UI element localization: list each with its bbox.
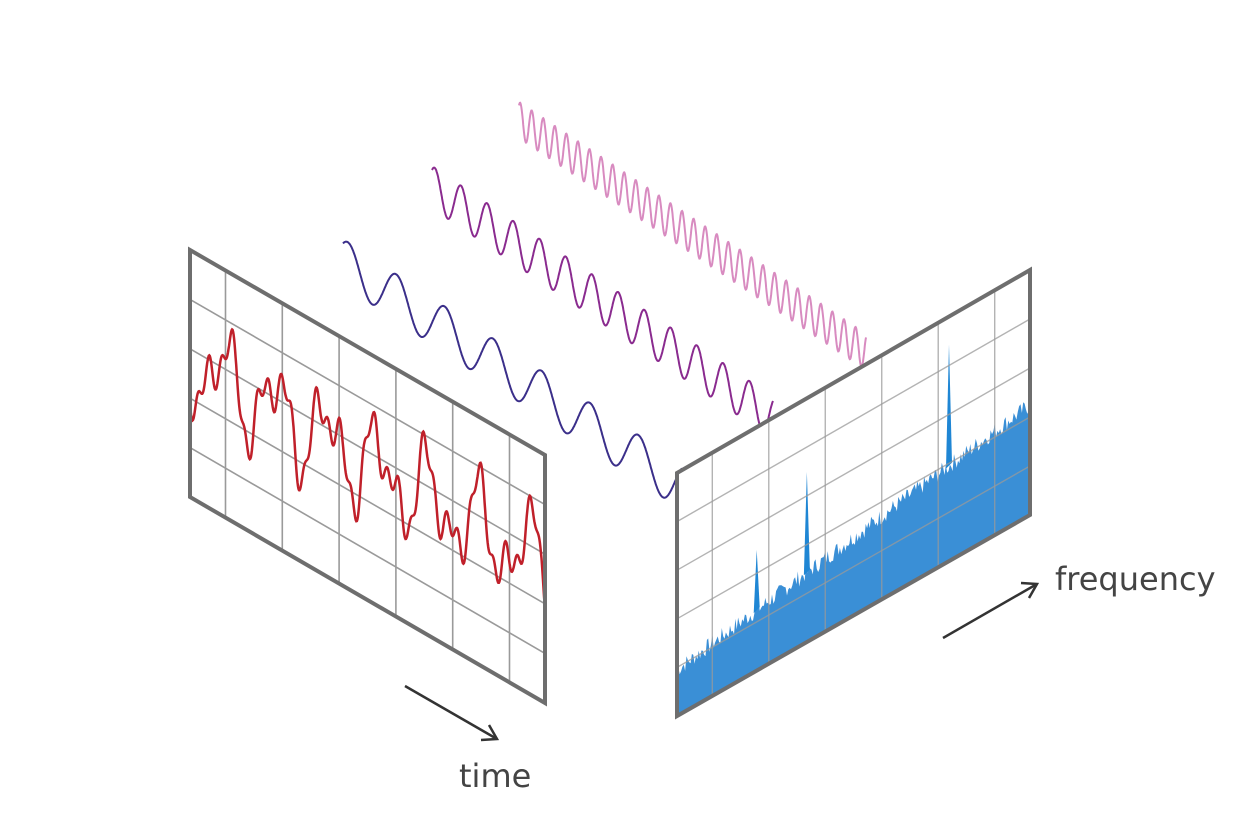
spectrum-peak (803, 471, 810, 576)
frequency-arrow-icon (942, 581, 1040, 640)
component-wave-3 (518, 101, 867, 369)
time-panel-background (190, 250, 545, 703)
frequency-panel-grid (676, 290, 1031, 696)
spectrum-peaks (753, 344, 952, 614)
time-panel-frame (188, 246, 547, 707)
time-grid-hline (189, 397, 546, 605)
spectrum-fill (677, 402, 1030, 716)
frequency-grid-hline (676, 416, 1031, 620)
time-label: time (459, 757, 531, 795)
frequency-grid-hline (676, 465, 1031, 669)
spectrum-peak (945, 344, 952, 469)
frequency-grid-hline (676, 367, 1031, 571)
time-arrow-icon (404, 684, 500, 742)
frequency-panel-frame (675, 266, 1032, 720)
component-waves (342, 101, 867, 499)
time-grid-hline (189, 298, 546, 506)
time-domain-panel (188, 246, 547, 707)
time-grid-hline (189, 446, 546, 655)
component-wave-1 (342, 240, 683, 499)
frequency-domain-panel (675, 266, 1032, 720)
spectrum-peak (753, 549, 760, 614)
component-wave-2 (431, 166, 774, 434)
frequency-label: frequency (1055, 560, 1216, 598)
frequency-grid-hline (676, 318, 1031, 523)
time-signal-curve (188, 327, 547, 610)
time-panel-grid (189, 270, 546, 683)
